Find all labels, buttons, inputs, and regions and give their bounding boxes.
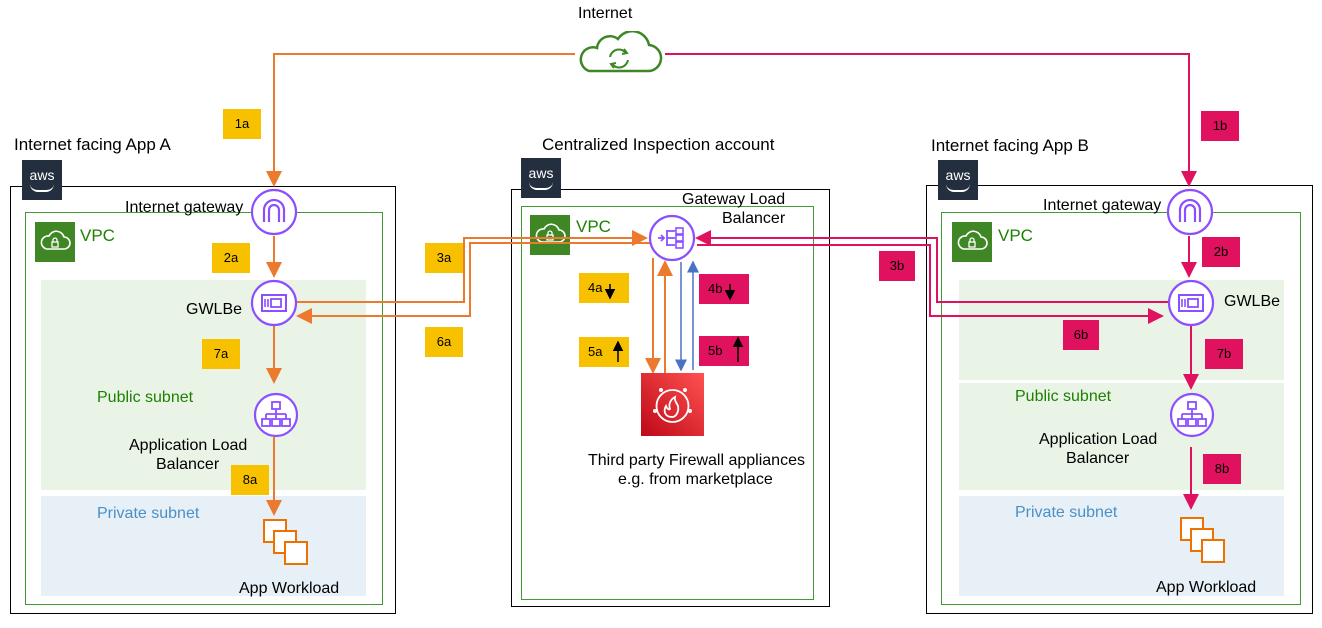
inspection-vpc-label: VPC bbox=[576, 217, 611, 236]
inspection-vpc-box bbox=[521, 206, 814, 600]
aws-logo-icon: aws bbox=[22, 160, 62, 200]
app-a-vpc-box bbox=[25, 212, 383, 605]
app-b-workload-label: App Workload bbox=[1156, 579, 1257, 596]
internet-cloud-icon bbox=[573, 29, 665, 77]
app-a-vpc-label: VPC bbox=[80, 226, 115, 245]
firewall-label-1: Third party Firewall appliances bbox=[588, 452, 805, 469]
app-a-alb-label-1: Application Load bbox=[129, 437, 248, 454]
app-b-title: Internet facing App B bbox=[931, 136, 1089, 155]
step-badge-5b: 5b bbox=[699, 336, 749, 366]
app-b-public-subnet-label: Public subnet bbox=[1015, 388, 1112, 405]
firewall-label-2: e.g. from marketplace bbox=[618, 471, 773, 488]
app-a-igw-label: Internet gateway bbox=[125, 199, 244, 216]
step-badge-1a: 1a bbox=[223, 109, 261, 139]
app-a-private-subnet-label: Private subnet bbox=[97, 505, 200, 522]
step-badge-1b: 1b bbox=[1201, 111, 1239, 141]
step-badge-6a: 6a bbox=[425, 327, 463, 357]
app-a-private-subnet bbox=[41, 496, 366, 596]
gwlb-endpoint-icon bbox=[1167, 279, 1215, 327]
step-badge-6b: 6b bbox=[1063, 320, 1099, 350]
step-badge-3b: 3b bbox=[879, 251, 915, 281]
firewall-icon bbox=[641, 373, 704, 436]
app-b-account-box bbox=[926, 185, 1313, 614]
step-badge-4b: 4b bbox=[699, 274, 749, 304]
internet-gateway-icon bbox=[250, 188, 298, 236]
flow-1b-line bbox=[665, 53, 1197, 187]
step-badge-3a: 3a bbox=[425, 243, 463, 273]
app-b-private-subnet-label: Private subnet bbox=[1015, 504, 1118, 521]
flow-1a-line bbox=[266, 53, 575, 187]
app-a-workload-label: App Workload bbox=[239, 580, 340, 597]
step-badge-8a: 8a bbox=[231, 465, 269, 495]
gateway-load-balancer-icon bbox=[648, 214, 696, 262]
application-load-balancer-icon bbox=[253, 392, 299, 438]
app-b-alb-label-2: Balancer bbox=[1066, 450, 1130, 467]
workload-icon bbox=[1179, 516, 1227, 566]
gwlb-label-2: Balancer bbox=[722, 210, 786, 227]
app-a-alb-label-2: Balancer bbox=[156, 456, 220, 473]
internet-label: Internet bbox=[578, 5, 633, 22]
app-b-vpc-box bbox=[941, 212, 1301, 605]
app-a-account-box bbox=[10, 186, 396, 614]
aws-logo-icon: aws bbox=[521, 158, 561, 198]
gwlb-label-1: Gateway Load bbox=[682, 191, 786, 208]
flow-3a-line bbox=[296, 230, 648, 303]
app-b-vpc-label: VPC bbox=[998, 226, 1033, 245]
app-a-title: Internet facing App A bbox=[14, 135, 171, 154]
flow-6a-line bbox=[296, 242, 663, 324]
app-b-igw-label: Internet gateway bbox=[1043, 197, 1162, 214]
aws-logo-icon: aws bbox=[938, 160, 978, 200]
inspection-title: Centralized Inspection account bbox=[542, 135, 775, 154]
flow-3b-line bbox=[695, 230, 1172, 303]
app-b-alb-label-1: Application Load bbox=[1039, 431, 1158, 448]
step-badge-7b: 7b bbox=[1205, 339, 1243, 369]
step-badge-4a: 4a bbox=[579, 273, 629, 303]
inspection-account-box bbox=[511, 189, 830, 607]
vpc-icon bbox=[530, 215, 570, 255]
app-b-gwlbe-label: GWLBe bbox=[1224, 293, 1281, 310]
app-a-gwlbe-label: GWLBe bbox=[186, 301, 243, 318]
step-badge-2a: 2a bbox=[212, 243, 250, 273]
app-a-public-subnet-label: Public subnet bbox=[97, 389, 194, 406]
step-badge-8b: 8b bbox=[1203, 454, 1241, 484]
workload-icon bbox=[262, 518, 310, 568]
vpc-icon bbox=[35, 222, 75, 262]
gwlb-endpoint-icon bbox=[250, 279, 298, 327]
app-b-private-subnet bbox=[959, 496, 1284, 596]
flow-6b-line bbox=[697, 244, 1164, 324]
step-badge-2b: 2b bbox=[1202, 237, 1240, 267]
application-load-balancer-icon bbox=[1169, 392, 1215, 438]
internet-gateway-icon bbox=[1166, 188, 1214, 236]
vpc-icon bbox=[952, 222, 992, 262]
step-badge-7a: 7a bbox=[202, 339, 240, 369]
